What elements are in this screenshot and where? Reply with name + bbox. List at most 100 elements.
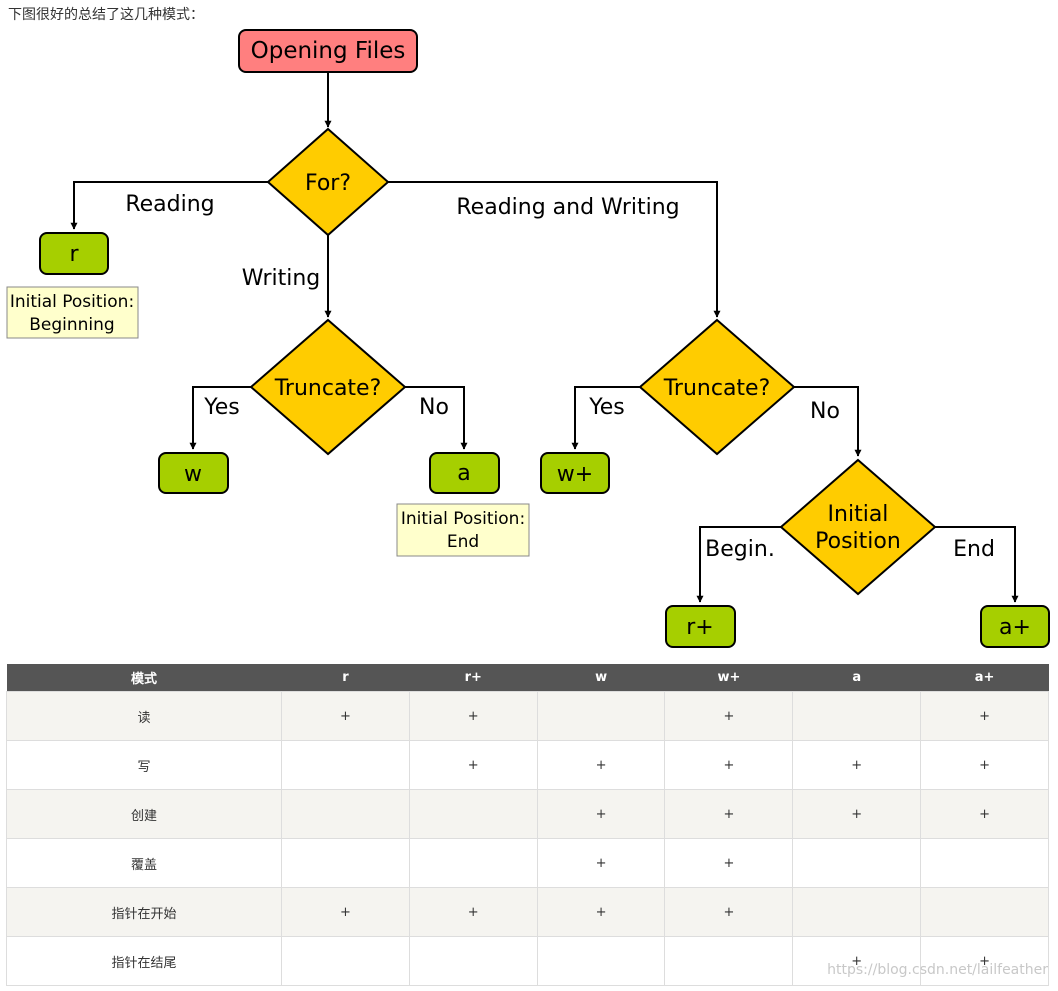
table-cell [536,936,666,986]
edge-label-rw-no: No [810,399,840,424]
decision-truncate-w-label: Truncate? [274,376,382,401]
mode-w-plus-label: w+ [557,462,593,487]
table-cell: + [281,691,410,741]
arrow-truncate-rw-to-initial [794,386,862,457]
table-cell: + [408,691,538,741]
table-cell [920,887,1049,937]
table-cell: + [920,789,1049,839]
table-row: 写 + + + + + [6,740,1049,790]
table-cell: 覆盖 [6,838,282,888]
table-row: 指针在结尾 + + [6,936,1049,986]
table-row: 指针在开始 + + + + [6,887,1049,937]
table-cell: 写 [6,740,282,790]
arrow-initial-to-a-plus [935,526,1019,603]
decision-initial-position-line1: Initial [828,502,889,527]
mode-a-plus-node: a+ [980,605,1050,648]
table-cell: + [536,789,666,839]
table-row: 创建 + + + + [6,789,1049,839]
decision-for-label: For? [305,171,351,196]
table-header-cell: a+ [920,664,1049,692]
edge-label-w-yes: Yes [203,395,240,420]
arrow-truncate-w-to-w [189,386,251,450]
edge-label-w-no: No [419,395,449,420]
mode-w-plus-box [540,452,610,494]
mode-w-node: w [158,452,229,494]
start-node-box [238,29,418,73]
mode-w-box [158,452,229,494]
table-cell [408,936,538,986]
table-cell: + [664,740,794,790]
table-cell: + [920,691,1049,741]
decision-initial-position: Initial Position [779,458,937,596]
mode-table: 模式 r r+ w w+ a a+ 读 + + + + 写 + + + + + [6,664,1049,986]
table-row: 覆盖 + + [6,838,1049,888]
mode-r-box [39,232,109,275]
table-cell: + [664,789,794,839]
decision-truncate-w: Truncate? [249,318,407,456]
edge-label-rw-yes: Yes [588,395,625,420]
table-cell: + [792,936,922,986]
start-node-label: Opening Files [251,38,406,64]
table-header-cell: 模式 [6,664,282,692]
decision-truncate-rw-label: Truncate? [663,376,771,401]
mode-a-label: a [457,461,470,486]
table-cell [664,936,794,986]
file-mode-flowchart: Opening Files For? Reading Writing Readi… [6,29,1050,648]
edge-label-end: End [953,537,995,562]
table-cell: + [536,887,666,937]
table-cell [281,789,410,839]
mode-w-plus-node: w+ [540,452,610,494]
table-cell: 创建 [6,789,282,839]
mode-r-node: r [39,232,109,275]
mode-a-plus-box [980,605,1050,648]
mode-a-plus-label: a+ [999,615,1031,640]
table-cell [281,936,410,986]
decision-for: For? [266,127,390,237]
edge-label-reading-writing: Reading and Writing [456,195,679,220]
note-a-line1: Initial Position: [401,509,525,529]
mode-a-box [429,452,500,494]
note-r-line2: Beginning [29,315,114,335]
decision-initial-position-line2: Position [815,529,901,554]
decision-truncate-rw-diamond [638,318,796,456]
table-cell: + [792,789,922,839]
connectors [70,72,1019,603]
table-cell: 指针在结尾 [6,936,282,986]
table-cell [408,838,538,888]
decision-truncate-w-diamond [249,318,407,456]
table-cell: + [792,740,922,790]
mode-r-plus-label: r+ [686,615,713,640]
table-cell: 读 [6,691,282,741]
intro-text: 下图很好的总结了这几种模式： [8,7,204,23]
table-header-cell: a [792,664,921,692]
note-r-line1: Initial Position: [10,292,134,312]
arrow-truncate-w-to-a [405,386,468,450]
table-cell [792,887,922,937]
decision-initial-position-diamond [779,458,937,596]
edge-label-begin: Begin. [705,537,775,562]
table-cell [408,789,538,839]
table-cell [792,838,922,888]
table-cell: + [536,838,666,888]
note-r: Initial Position: Beginning [6,286,139,339]
table-cell: + [408,887,538,937]
table-header-cell: r [281,664,410,692]
table-cell: + [664,838,794,888]
arrow-for-to-truncate-rw [388,181,721,318]
mode-r-plus-box [665,605,736,648]
mode-a-node: a [429,452,500,494]
table-cell [792,691,922,741]
table-cell [920,838,1049,888]
table-cell: + [664,887,794,937]
note-r-box [6,286,139,339]
table-header-cell: w [537,664,665,692]
table-cell [281,740,410,790]
table-cell: + [408,740,538,790]
table-cell: + [920,936,1049,986]
table-cell: + [920,740,1049,790]
note-a: Initial Position: End [396,503,530,557]
note-a-box [396,503,530,557]
table-header-row: 模式 r r+ w w+ a a+ [6,664,1049,692]
table-cell [281,838,410,888]
table-cell: + [536,740,666,790]
